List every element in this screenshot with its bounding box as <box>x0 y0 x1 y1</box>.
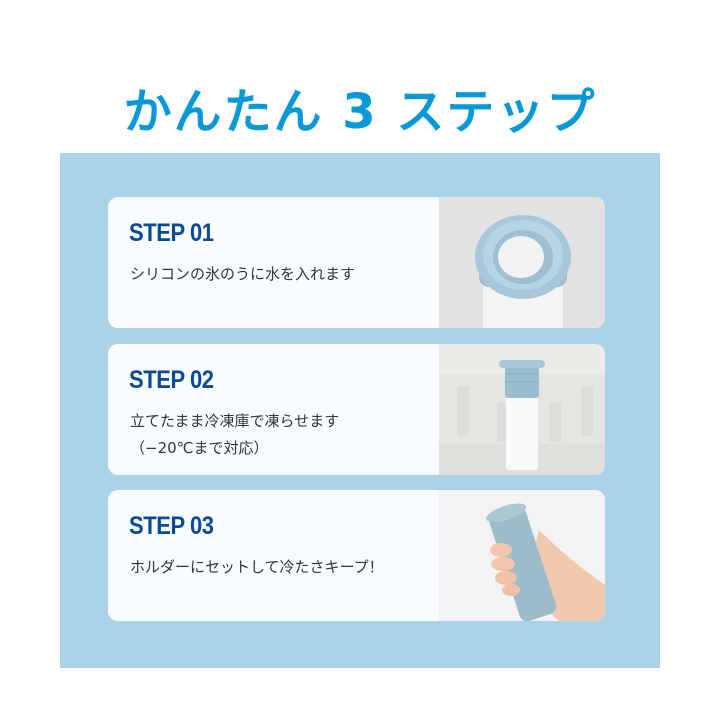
page-title: かんたん 3 ステップ <box>123 84 597 140</box>
hand-holding-holder-image <box>439 490 605 621</box>
step-description-line: （−20℃まで対応） <box>130 439 269 457</box>
step-description: シリコンの氷のうに水を入れます <box>130 261 450 288</box>
step-card-2: STEP 02 立てたまま冷凍庫で凍らせます （−20℃まで対応） <box>108 344 605 475</box>
step-label: STEP 01 <box>129 219 214 247</box>
step-label: STEP 02 <box>129 366 214 394</box>
step-card-1: STEP 01 シリコンの氷のうに水を入れます <box>108 197 605 328</box>
step-description: ホルダーにセットして冷たさキープ！ <box>130 554 450 581</box>
step-description: 立てたまま冷凍庫で凍らせます （−20℃まで対応） <box>130 408 450 462</box>
step-description-line: シリコンの氷のうに水を入れます <box>130 265 356 283</box>
step-description-line: 立てたまま冷凍庫で凍らせます <box>130 412 340 430</box>
freezer-image <box>439 344 605 475</box>
step-description-line: ホルダーにセットして冷たさキープ！ <box>130 558 384 576</box>
step-label: STEP 03 <box>129 512 214 540</box>
step-card-3: STEP 03 ホルダーにセットして冷たさキープ！ <box>108 490 605 621</box>
silicone-ice-pack-image <box>439 197 605 328</box>
